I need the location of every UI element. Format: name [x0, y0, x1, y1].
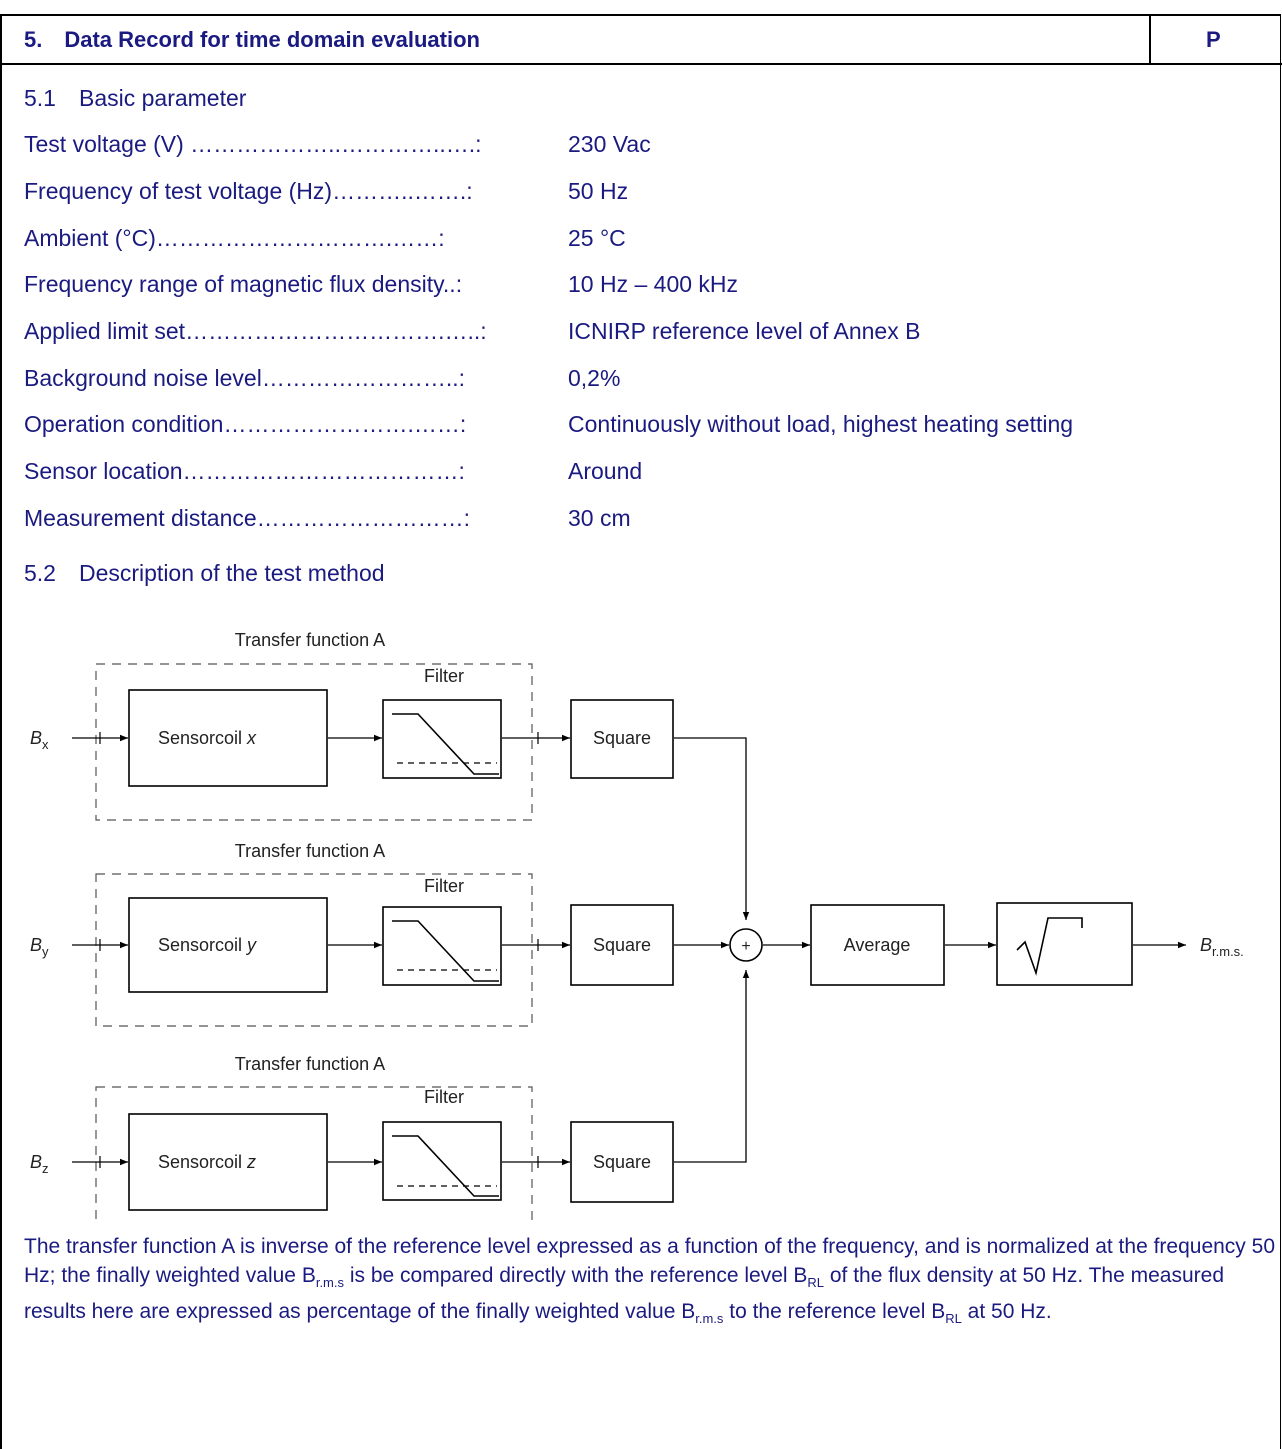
- section-header-row: [0, 14, 1282, 65]
- square-box: [570, 904, 674, 986]
- average-box: [810, 904, 945, 986]
- transfer-function-label: Transfer function A: [235, 841, 385, 861]
- lowpass-curve-icon: [392, 920, 499, 982]
- table-frame: [0, 14, 1281, 1449]
- transfer-function-box: [95, 1086, 533, 1220]
- average-label: Average: [844, 935, 911, 955]
- lowpass-curve-icon: [392, 713, 499, 775]
- transfer-function-label: Transfer function A: [235, 1054, 385, 1074]
- arrow-line: [674, 737, 750, 920]
- param-label: Operation condition…………………….……:: [24, 411, 467, 437]
- square-root-box: [996, 902, 1133, 986]
- param-value: ICNIRP reference level of Annex B: [568, 318, 921, 344]
- param-value: 10 Hz – 400 kHz: [568, 271, 739, 297]
- channel-y: Transfer function A Filter By Sensorcoil…: [30, 841, 729, 1027]
- transfer-function-label: Transfer function A: [235, 630, 385, 650]
- filter-label: Filter: [424, 876, 464, 896]
- square-box: [570, 1121, 674, 1203]
- square-box: [570, 699, 674, 779]
- sensorcoil-label: Sensorcoil y: [158, 935, 257, 955]
- input-by-label: By: [30, 935, 49, 959]
- param-value: 30 cm: [568, 505, 631, 531]
- input-bz-label: Bz: [30, 1152, 49, 1176]
- block-diagram: Transfer function A Filter Bx Sensorcoil…: [30, 630, 1244, 1220]
- filter-label: Filter: [424, 666, 464, 686]
- param-value: Around: [568, 458, 643, 484]
- subsection-title-basic-parameter: 5.1 Basic parameter: [24, 85, 247, 111]
- arrow-line: [674, 970, 750, 1163]
- output-brms-label: Br.m.s.: [1200, 935, 1244, 959]
- param-value: 230 Vac: [568, 131, 651, 157]
- filter-box: [382, 1121, 502, 1201]
- method-description: The transfer function A is inverse of th…: [24, 1235, 1275, 1327]
- param-label: Frequency range of magnetic flux density…: [24, 271, 463, 297]
- section-title: 5. Data Record for time domain evaluatio…: [24, 27, 480, 52]
- summation-symbol: +: [741, 938, 750, 955]
- verdict-label: P: [1206, 27, 1221, 52]
- transfer-function-box: [95, 663, 533, 821]
- param-label: Ambient (°C)………………………….……:: [24, 225, 445, 251]
- sensorcoil-label: Sensorcoil x: [158, 728, 257, 748]
- summation-node: [729, 928, 763, 962]
- subsection-title-test-method: 5.2 Description of the test method: [24, 560, 385, 586]
- sensorcoil-box: [128, 1113, 328, 1211]
- param-value: 0,2%: [568, 365, 621, 391]
- sensorcoil-label: Sensorcoil z: [158, 1152, 256, 1172]
- param-label: Measurement distance………………………:: [24, 505, 471, 531]
- square-root-icon: [1016, 917, 1083, 976]
- square-label: Square: [593, 1152, 651, 1172]
- sensorcoil-box: [128, 689, 328, 787]
- square-label: Square: [593, 728, 651, 748]
- param-label: Background noise level……………………..:: [24, 365, 465, 391]
- param-label: Sensor location………………………………:: [24, 458, 465, 484]
- transfer-function-box: [95, 873, 533, 1027]
- param-value: 50 Hz: [568, 178, 629, 204]
- param-value: Continuously without load, highest heati…: [568, 411, 1074, 437]
- lowpass-curve-icon: [392, 1135, 499, 1197]
- square-label: Square: [593, 935, 651, 955]
- sensorcoil-box: [128, 897, 328, 993]
- filter-label: Filter: [424, 1087, 464, 1107]
- header-divider: [1149, 14, 1151, 65]
- channel-x: Transfer function A Filter Bx Sensorcoil…: [30, 630, 750, 920]
- param-value: 25 °C: [568, 225, 626, 251]
- input-bx-label: Bx: [30, 728, 49, 752]
- param-label: Frequency of test voltage (Hz)………..…….:: [24, 178, 473, 204]
- param-label: Applied limit set…………………………….…..:: [24, 318, 487, 344]
- channel-z: Transfer function A Filter Bz Sensorcoil…: [30, 970, 750, 1220]
- param-label: Test voltage (V) ………………..…………..….:: [24, 131, 482, 157]
